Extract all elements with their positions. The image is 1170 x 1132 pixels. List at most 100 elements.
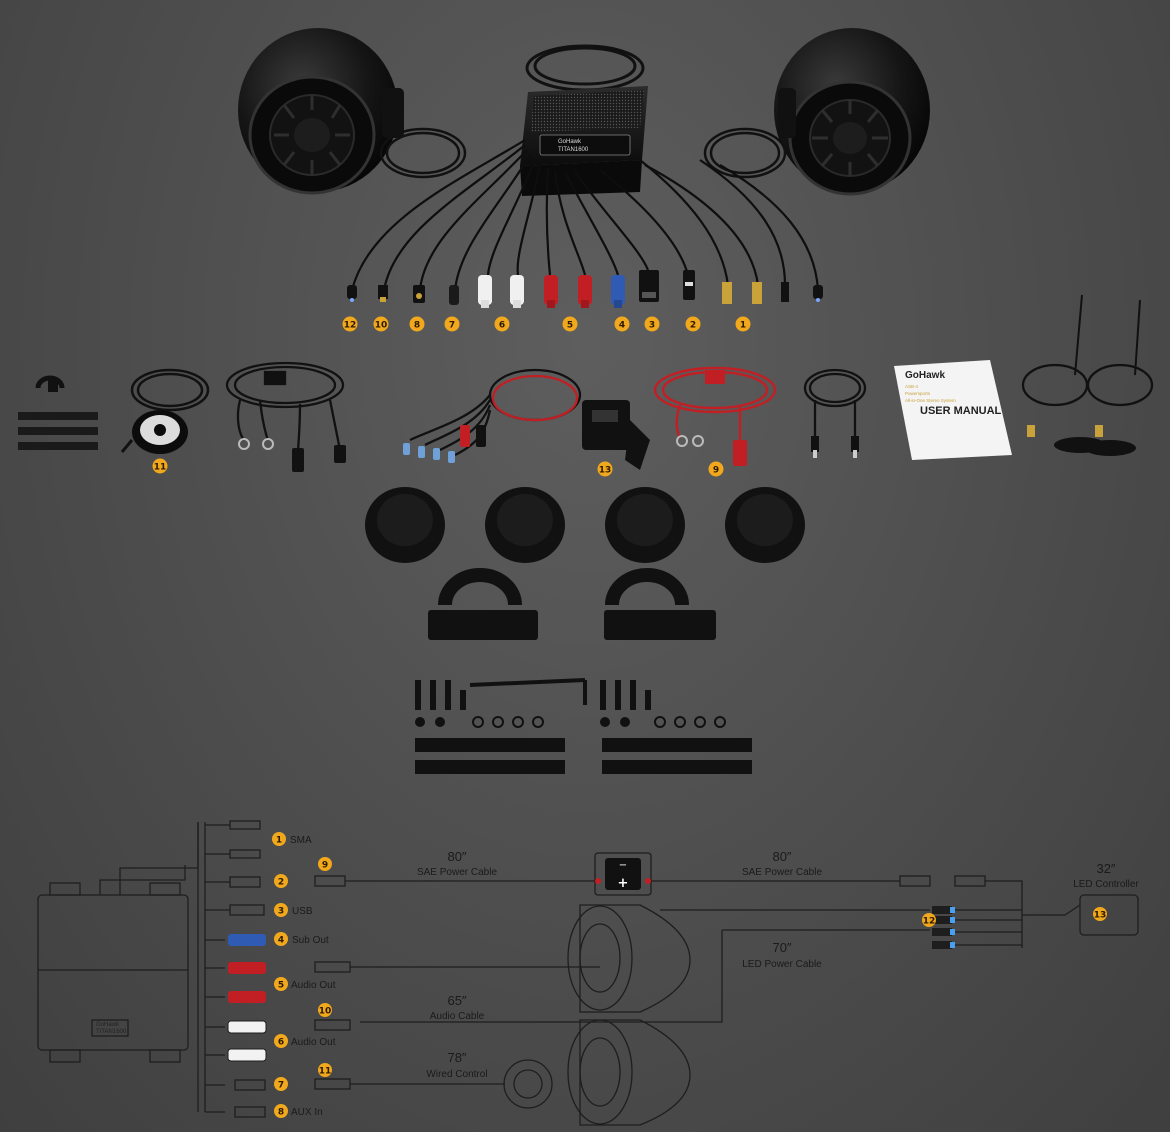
sae-right-length: 80″	[772, 849, 791, 864]
battery-power-cable-ends	[676, 370, 747, 466]
diagram-amp-brand: GoHawk	[96, 1022, 120, 1028]
right-speaker-cable-coil	[703, 127, 787, 179]
badge-7: 7	[444, 316, 460, 332]
led-ring-covers	[365, 487, 805, 563]
svg-text:2: 2	[278, 878, 284, 888]
manual-subtitle-1: Powersports	[905, 391, 931, 396]
svg-text:7: 7	[278, 1081, 284, 1091]
right-speaker	[774, 28, 930, 196]
svg-text:1: 1	[740, 321, 746, 331]
led-harness-red-cable	[491, 374, 579, 422]
hardware-kit	[415, 678, 752, 774]
sae-left-length: 80″	[447, 849, 466, 864]
badge-12: 12	[342, 316, 358, 332]
svg-text:7: 7	[449, 321, 455, 331]
connector-12	[347, 285, 357, 302]
left-speaker-cable-coil	[379, 127, 467, 179]
svg-text:4: 4	[619, 321, 625, 331]
wired-controller	[120, 368, 210, 454]
diagram-port-labels: 1 SMA 2 3 USB 4 Sub Out 5 Audio Out 6 Au…	[272, 832, 336, 1118]
port-label-usb: USB	[292, 906, 313, 917]
led-harness-ends	[403, 425, 486, 463]
port-label-sub-out: Sub Out	[292, 935, 329, 946]
diagram-battery: − +	[595, 858, 651, 891]
svg-text:8: 8	[278, 1108, 284, 1118]
diagram-rca-plugs	[227, 934, 267, 1062]
led-power-label: LED Power Cable	[742, 959, 822, 970]
mounting-brackets	[428, 568, 716, 640]
left-speaker	[238, 28, 404, 195]
sae-power-cable-ends	[238, 438, 346, 472]
manual-model: ASB-4	[905, 384, 919, 389]
manual-subtitle-2: All-in-One Stereo System	[905, 398, 956, 403]
svg-text:13: 13	[599, 466, 612, 476]
svg-text:12: 12	[344, 321, 357, 331]
badge-8: 8	[409, 316, 425, 332]
aux-cable-ends	[811, 436, 859, 458]
svg-text:6: 6	[499, 321, 505, 331]
connector-2	[683, 270, 695, 300]
svg-text:9: 9	[322, 861, 328, 871]
svg-text:6: 6	[278, 1038, 284, 1048]
user-manual: GoHawk ASB-4 Powersports All-in-One Ster…	[894, 360, 1012, 460]
battery-minus: −	[619, 860, 627, 871]
wired-control-label: Wired Control	[426, 1069, 487, 1080]
badge-10: 10	[373, 316, 389, 332]
svg-text:5: 5	[278, 981, 284, 991]
connector-3	[639, 270, 659, 302]
connector-badges: 12 10 8 7 6 5 4 3 2 1	[342, 316, 751, 332]
amplifier: GoHawk TITAN1600	[520, 44, 648, 196]
harness-cables	[350, 139, 820, 291]
amp-brand: GoHawk	[558, 139, 582, 145]
svg-text:10: 10	[319, 1007, 332, 1017]
battery-plus: +	[618, 876, 629, 891]
sae-left-label: SAE Power Cable	[417, 867, 497, 878]
manual-title: USER MANUAL	[920, 405, 1002, 417]
manual-brand: GoHawk	[905, 370, 945, 381]
svg-text:3: 3	[649, 321, 655, 331]
aux-cable	[803, 368, 867, 440]
connector-7	[449, 285, 459, 305]
amp-model: TITAN1600	[558, 147, 589, 153]
connector-4	[611, 275, 625, 308]
wiring-diagram	[37, 820, 1139, 1126]
port-label-audio-out-6: Audio Out	[291, 1037, 336, 1048]
connector-5	[544, 275, 592, 308]
svg-text:13: 13	[1094, 911, 1107, 921]
badge-5: 5	[562, 316, 578, 332]
led-controller-label: LED Controller	[1073, 879, 1139, 890]
led-controller-length: 32″	[1096, 861, 1115, 876]
connector-8	[413, 285, 425, 303]
port-label-sma: SMA	[290, 835, 312, 846]
diagram-led-plugs	[932, 906, 955, 949]
wired-control-length: 78″	[447, 1050, 466, 1065]
sae-right-label: SAE Power Cable	[742, 867, 822, 878]
svg-text:11: 11	[319, 1067, 332, 1077]
connector-1-sma	[722, 282, 823, 304]
badge-9: 9	[708, 461, 724, 477]
svg-text:9: 9	[713, 466, 719, 476]
mount-strap-and-pads	[18, 375, 98, 450]
connector-6	[478, 275, 524, 308]
svg-text:5: 5	[567, 321, 573, 331]
svg-text:12: 12	[923, 917, 936, 927]
led-switch	[582, 400, 650, 470]
badge-4: 4	[614, 316, 630, 332]
badge-1: 1	[735, 316, 751, 332]
led-harness	[409, 368, 582, 457]
badge-3: 3	[644, 316, 660, 332]
diagram-cable-labels: 9 80″ SAE Power Cable 80″ SAE Power Cabl…	[318, 849, 1139, 1080]
badge-11: 11	[152, 458, 168, 474]
port-label-audio-out-5: Audio Out	[291, 980, 336, 991]
connector-10	[378, 285, 388, 302]
svg-text:1: 1	[276, 836, 282, 846]
antennas	[1021, 294, 1154, 456]
sae-power-cable	[225, 361, 345, 456]
svg-text:10: 10	[375, 321, 388, 331]
badge-6: 6	[494, 316, 510, 332]
svg-text:8: 8	[414, 321, 420, 331]
audio-cable-label: Audio Cable	[430, 1011, 485, 1022]
badge-2: 2	[685, 316, 701, 332]
svg-text:3: 3	[278, 907, 284, 917]
